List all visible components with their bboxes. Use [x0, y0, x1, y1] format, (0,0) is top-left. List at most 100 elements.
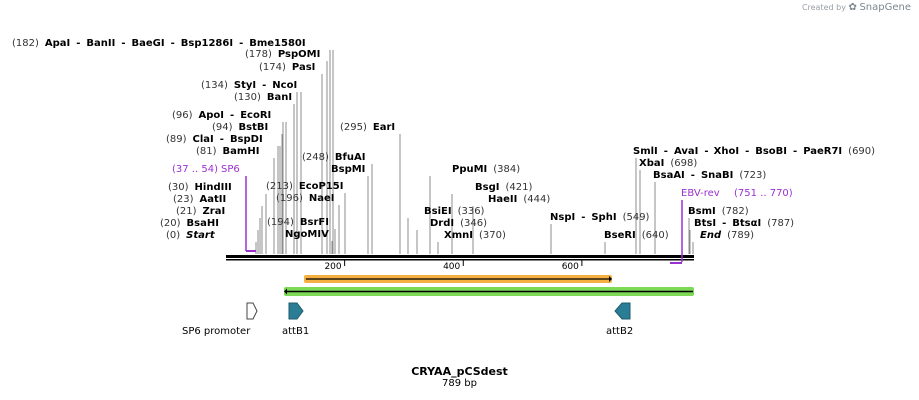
enzyme-name: BseRI	[604, 230, 636, 241]
site-separator: -	[76, 38, 80, 49]
primer-sp6[interactable]: (37 .. 54) SP6	[172, 164, 256, 252]
enzyme-name: BanII	[86, 38, 115, 49]
site-label-3[interactable]: (134)StyI-NcoI	[201, 80, 297, 91]
snapgene-logo: ✿	[848, 2, 857, 13]
enzyme-name: SphI	[591, 212, 616, 223]
enzyme-name: ZraI	[203, 206, 226, 217]
enzyme-name: BsmI	[688, 206, 716, 217]
enzyme-name: BsaAI	[653, 170, 685, 181]
site-label-5[interactable]: (96)ApoI-EcoRI	[172, 110, 271, 121]
site-label-23[interactable]: HaeII(444)	[488, 194, 550, 205]
site-label-12[interactable]: (20) BsaHI	[160, 218, 219, 229]
enzyme-name: PspOMI	[278, 49, 320, 60]
feature-attb1[interactable]: attB1	[282, 302, 309, 337]
site-separator: -	[262, 80, 266, 91]
feature-sp6-promoter-label: SP6 promoter	[182, 326, 251, 337]
site-position: (782)	[722, 206, 749, 217]
feature-sp6-promoter[interactable]: SP6 promoter	[182, 302, 258, 337]
site-label-15[interactable]: (248)BfuAI	[302, 152, 365, 163]
site-label-14[interactable]: (295)EarI	[340, 122, 395, 133]
site-label-20[interactable]: NgoMIV	[285, 229, 329, 240]
enzyme-name: BsoBI	[755, 146, 787, 157]
enzyme-name: PpuMI	[452, 164, 487, 175]
enzyme-name: BaeGI	[132, 38, 165, 49]
feature-attb2[interactable]: attB2	[606, 302, 633, 337]
site-position: (640)	[642, 230, 669, 241]
site-label-19[interactable]: (194)BsrFI	[267, 217, 329, 228]
site-position: (21)	[176, 206, 197, 217]
primer-sp6-name: SP6	[221, 164, 240, 175]
site-position: (248)	[302, 152, 329, 163]
site-label-22[interactable]: BsgI (421)	[475, 182, 532, 193]
site-label-28[interactable]: BseRI (640)	[604, 230, 669, 241]
enzyme-name: BsaHI	[187, 218, 219, 229]
site-label-7[interactable]: (89)ClaI-BspDI	[166, 134, 263, 145]
primer-ebv-rev[interactable]: EBV-rev (751 .. 770)	[670, 188, 793, 264]
enzyme-name: BsgI	[475, 182, 499, 193]
site-position: (421)	[505, 182, 532, 193]
site-position: (20)	[160, 218, 181, 229]
site-label-13[interactable]: (0)Start	[166, 230, 216, 241]
site-position: (96)	[172, 110, 193, 121]
enzyme-name: BtsI	[694, 218, 716, 229]
enzyme-name: XbaI	[639, 158, 664, 169]
orf-green[interactable]	[284, 287, 694, 296]
site-label-8[interactable]: (81) BamHI	[196, 146, 259, 157]
enzyme-name: ClaI	[193, 134, 214, 145]
site-separator: -	[664, 146, 668, 157]
site-position: (178)	[245, 49, 272, 60]
site-label-21[interactable]: PpuMI(384)	[452, 164, 520, 175]
site-label-32[interactable]: BsmI (782)	[688, 206, 749, 217]
site-separator: -	[722, 218, 726, 229]
orf-orange[interactable]	[304, 275, 612, 283]
enzyme-name: AatII	[200, 194, 227, 205]
site-position: (698)	[670, 158, 697, 169]
site-label-25[interactable]: DrdI(346)	[430, 218, 487, 229]
site-label-0[interactable]: (182)ApaI-BanII-BaeGI-Bsp1286I-Bme1580I	[12, 38, 306, 49]
site-position: (194)	[267, 217, 294, 228]
site-separator: -	[691, 170, 695, 181]
enzyme-name: NaeI	[309, 193, 335, 204]
enzyme-name: NcoI	[272, 80, 297, 91]
site-label-29[interactable]: SmlI-AvaI-XhoI-BsoBI-PaeR7I(690)	[633, 146, 875, 157]
site-label-31[interactable]: BsaAI-SnaBI(723)	[653, 170, 766, 181]
site-label-33[interactable]: BtsI-BtsαI(787)	[694, 218, 794, 229]
site-position: (130)	[234, 92, 261, 103]
enzyme-name: XhoI	[714, 146, 739, 157]
enzyme-name: EcoRI	[240, 110, 271, 121]
site-label-18[interactable]: (196)NaeI	[276, 193, 335, 204]
site-label-6[interactable]: (94)BstBI	[212, 122, 268, 133]
ruler-label-600: 600	[562, 262, 579, 272]
enzyme-name: PasI	[292, 62, 315, 73]
site-position: (23)	[173, 194, 194, 205]
site-label-30[interactable]: XbaI (698)	[639, 158, 697, 169]
site-label-10[interactable]: (23) AatII	[173, 194, 226, 205]
site-label-11[interactable]: (21) ZraI	[176, 206, 225, 217]
snapgene-credit: Created by ✿ SnapGene	[802, 2, 911, 13]
site-label-16[interactable]: BspMI	[331, 164, 365, 175]
site-label-24[interactable]: BsiEI(336)	[424, 206, 485, 217]
site-position: (94)	[212, 122, 233, 133]
site-label-1[interactable]: (178) PspOMI	[245, 49, 320, 60]
feature-attb2-label: attB2	[606, 326, 633, 337]
site-label-17[interactable]: (213)EcoP15I	[266, 181, 344, 192]
site-separator: -	[745, 146, 749, 157]
site-label-34[interactable]: End(789)	[700, 230, 754, 241]
enzyme-name: BamHI	[223, 146, 260, 157]
site-label-4[interactable]: (130)BanI	[234, 92, 292, 103]
enzyme-name: EarI	[373, 122, 395, 133]
site-label-9[interactable]: (30)HindIII	[168, 182, 232, 193]
site-position: (81)	[196, 146, 217, 157]
site-label-26[interactable]: XmnI(370)	[444, 230, 506, 241]
enzyme-name: BspMI	[331, 164, 365, 175]
primer-ebv-rev-name: EBV-rev	[681, 188, 720, 199]
enzyme-name: SmlI	[633, 146, 658, 157]
enzyme-name: NgoMIV	[285, 229, 329, 240]
enzyme-name: ApaI	[45, 38, 70, 49]
site-label-2[interactable]: (174)PasI	[259, 62, 315, 73]
site-separator: -	[171, 38, 175, 49]
site-label-27[interactable]: NspI-SphI(549)	[550, 212, 650, 223]
site-labels: (182)ApaI-BanII-BaeGI-Bsp1286I-Bme1580I(…	[12, 38, 875, 241]
map-title: CRYAA_pCSdest	[411, 365, 508, 378]
